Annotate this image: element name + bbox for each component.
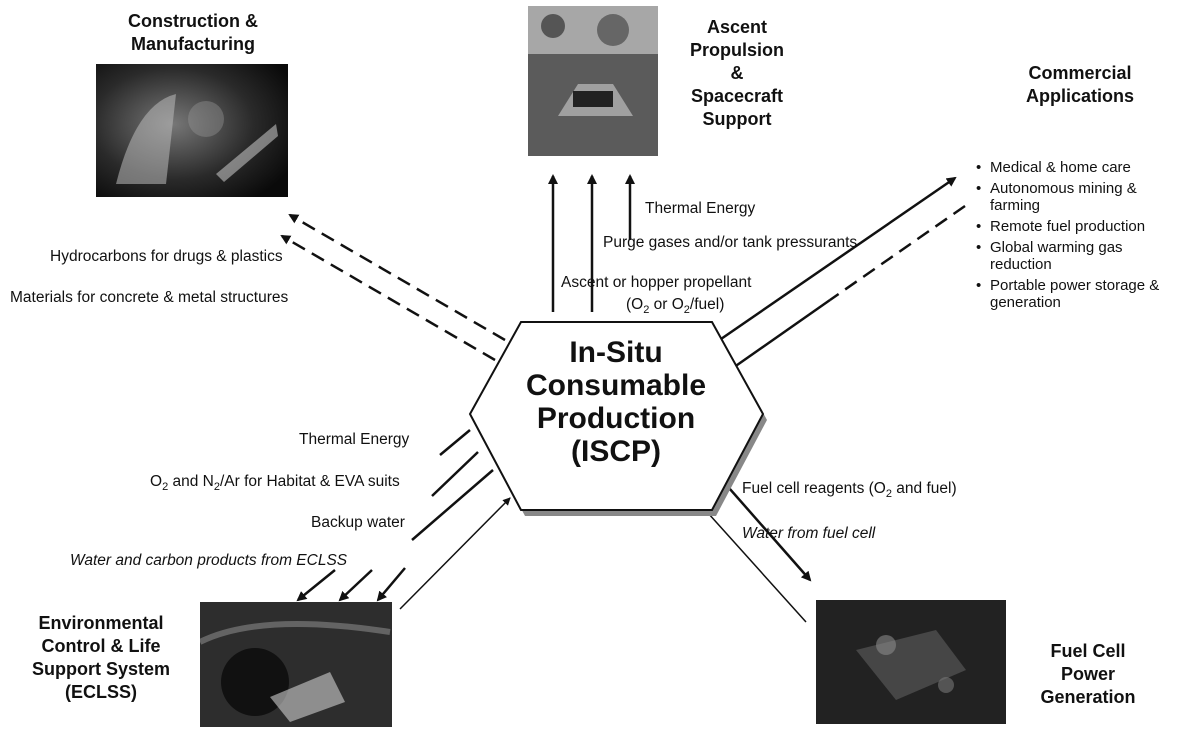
construction-photo [96,64,288,197]
fuelcell-title-line-2: Power [1060,664,1116,684]
commercial-title-line-1: Commercial [1028,63,1132,83]
fuelcell-title: Fuel Cell Power Generation [1023,640,1153,709]
ascent-prop-sub-s1: 2 [643,304,650,317]
fuelcell-reagents-pre: Fuel cell reagents (O [742,480,886,497]
fuelcell-reagents-post: and fuel) [892,480,957,497]
construction-title-line-1: Construction & [128,11,258,31]
eclss-title: Environmental Control & Life Support Sys… [6,612,196,704]
o2n2-post: /Ar for Habitat & EVA suits [219,473,400,490]
center-line-1: In-Situ [569,336,663,369]
arrow-from-commercial [718,298,831,379]
fuelcell-photo [816,600,1006,724]
ascent-prop-sub-s2: 2 [683,304,690,317]
eclss-photo [200,602,392,727]
flow-materials-label: Materials for concrete & metal structure… [10,289,289,306]
ascent-title-line-5: Support [702,109,772,129]
arrow-eclss-return [399,497,511,610]
construction-title-line-2: Manufacturing [131,34,255,54]
flow-thermal-top-label: Thermal Energy [645,200,756,217]
eclss-title-line-4: (ECLSS) [65,682,137,702]
arrow-eclss-2 [338,569,373,602]
fuelcell-title-line-3: Generation [1040,687,1136,707]
o2n2-mid: and N [168,473,214,490]
flow-backup-water-label: Backup water [311,514,405,531]
eclss-title-line-2: Control & Life [41,636,161,656]
eclss-title-line-1: Environmental [38,613,164,633]
ascent-title-line-1: Ascent [706,17,768,37]
center-line-2: Consumable [525,369,707,402]
line-thermal-left [439,429,471,456]
line-backup-water [411,469,494,541]
arrow-hydrocarbons [288,213,506,342]
arrow-eclss-1 [296,569,336,602]
o2n2-s2: 2 [213,481,220,494]
o2n2-pre: O [150,473,163,490]
ascent-prop-sub-post: /fuel) [689,296,725,313]
flow-thermal-left-label: Thermal Energy [299,431,410,448]
list-item: Remote fuel production [974,218,1184,235]
ascent-prop-sub-mid: or O [649,296,684,313]
ascent-photo [528,6,658,156]
ascent-title-line-2: Propulsion [690,40,784,60]
flow-o2n2-label: O2 and N2/Ar for Habitat & EVA suits [150,473,400,496]
flow-ascent-prop-sub-label: (O2 or O2/fuel) [626,296,724,319]
commercial-applications-list: Medical & home care Autonomous mining & … [974,159,1184,315]
flow-fuelcell-water-label: Water from fuel cell [742,525,876,542]
commercial-title-line-2: Applications [1025,86,1134,106]
flow-ascent-prop-label: Ascent or hopper propellant [561,274,752,291]
ascent-title: Ascent Propulsion & Spacecraft Support [672,16,802,131]
o2n2-s1: 2 [162,481,169,494]
list-item: Global warming gas reduction [974,239,1184,273]
iscp-center-label: In-Situ Consumable Production (ISCP) [508,336,724,468]
eclss-title-line-3: Support System [31,659,171,679]
fuelcell-title-line-1: Fuel Cell [1050,641,1126,661]
list-item: Medical & home care [974,159,1184,176]
arrow-to-commercial [704,176,957,352]
construction-title: Construction & Manufacturing [93,10,293,56]
center-line-3: Production [536,402,696,435]
list-item: Portable power storage & generation [974,277,1184,311]
commercial-title: Commercial Applications [995,62,1165,108]
fuelcell-reagents-s1: 2 [885,488,892,501]
flow-eclss-return-label: Water and carbon products from ECLSS [70,552,348,569]
arrow-materials [280,234,496,362]
ascent-prop-sub-pre: (O [626,296,644,313]
ascent-title-line-3: & [730,63,744,83]
flow-fuelcell-reagents-label: Fuel cell reagents (O2 and fuel) [742,480,957,503]
hexagon [468,321,765,511]
flow-purge-label: Purge gases and/or tank pressurants [603,234,858,251]
arrow-from-commercial-dashed [829,204,966,302]
center-line-4: (ISCP) [571,435,661,468]
list-item: Autonomous mining & farming [974,180,1184,214]
line-o2n2 [431,451,479,497]
ascent-title-line-4: Spacecraft [690,86,784,106]
arrow-eclss-3 [376,567,406,602]
flow-hydrocarbons-label: Hydrocarbons for drugs & plastics [50,248,283,265]
